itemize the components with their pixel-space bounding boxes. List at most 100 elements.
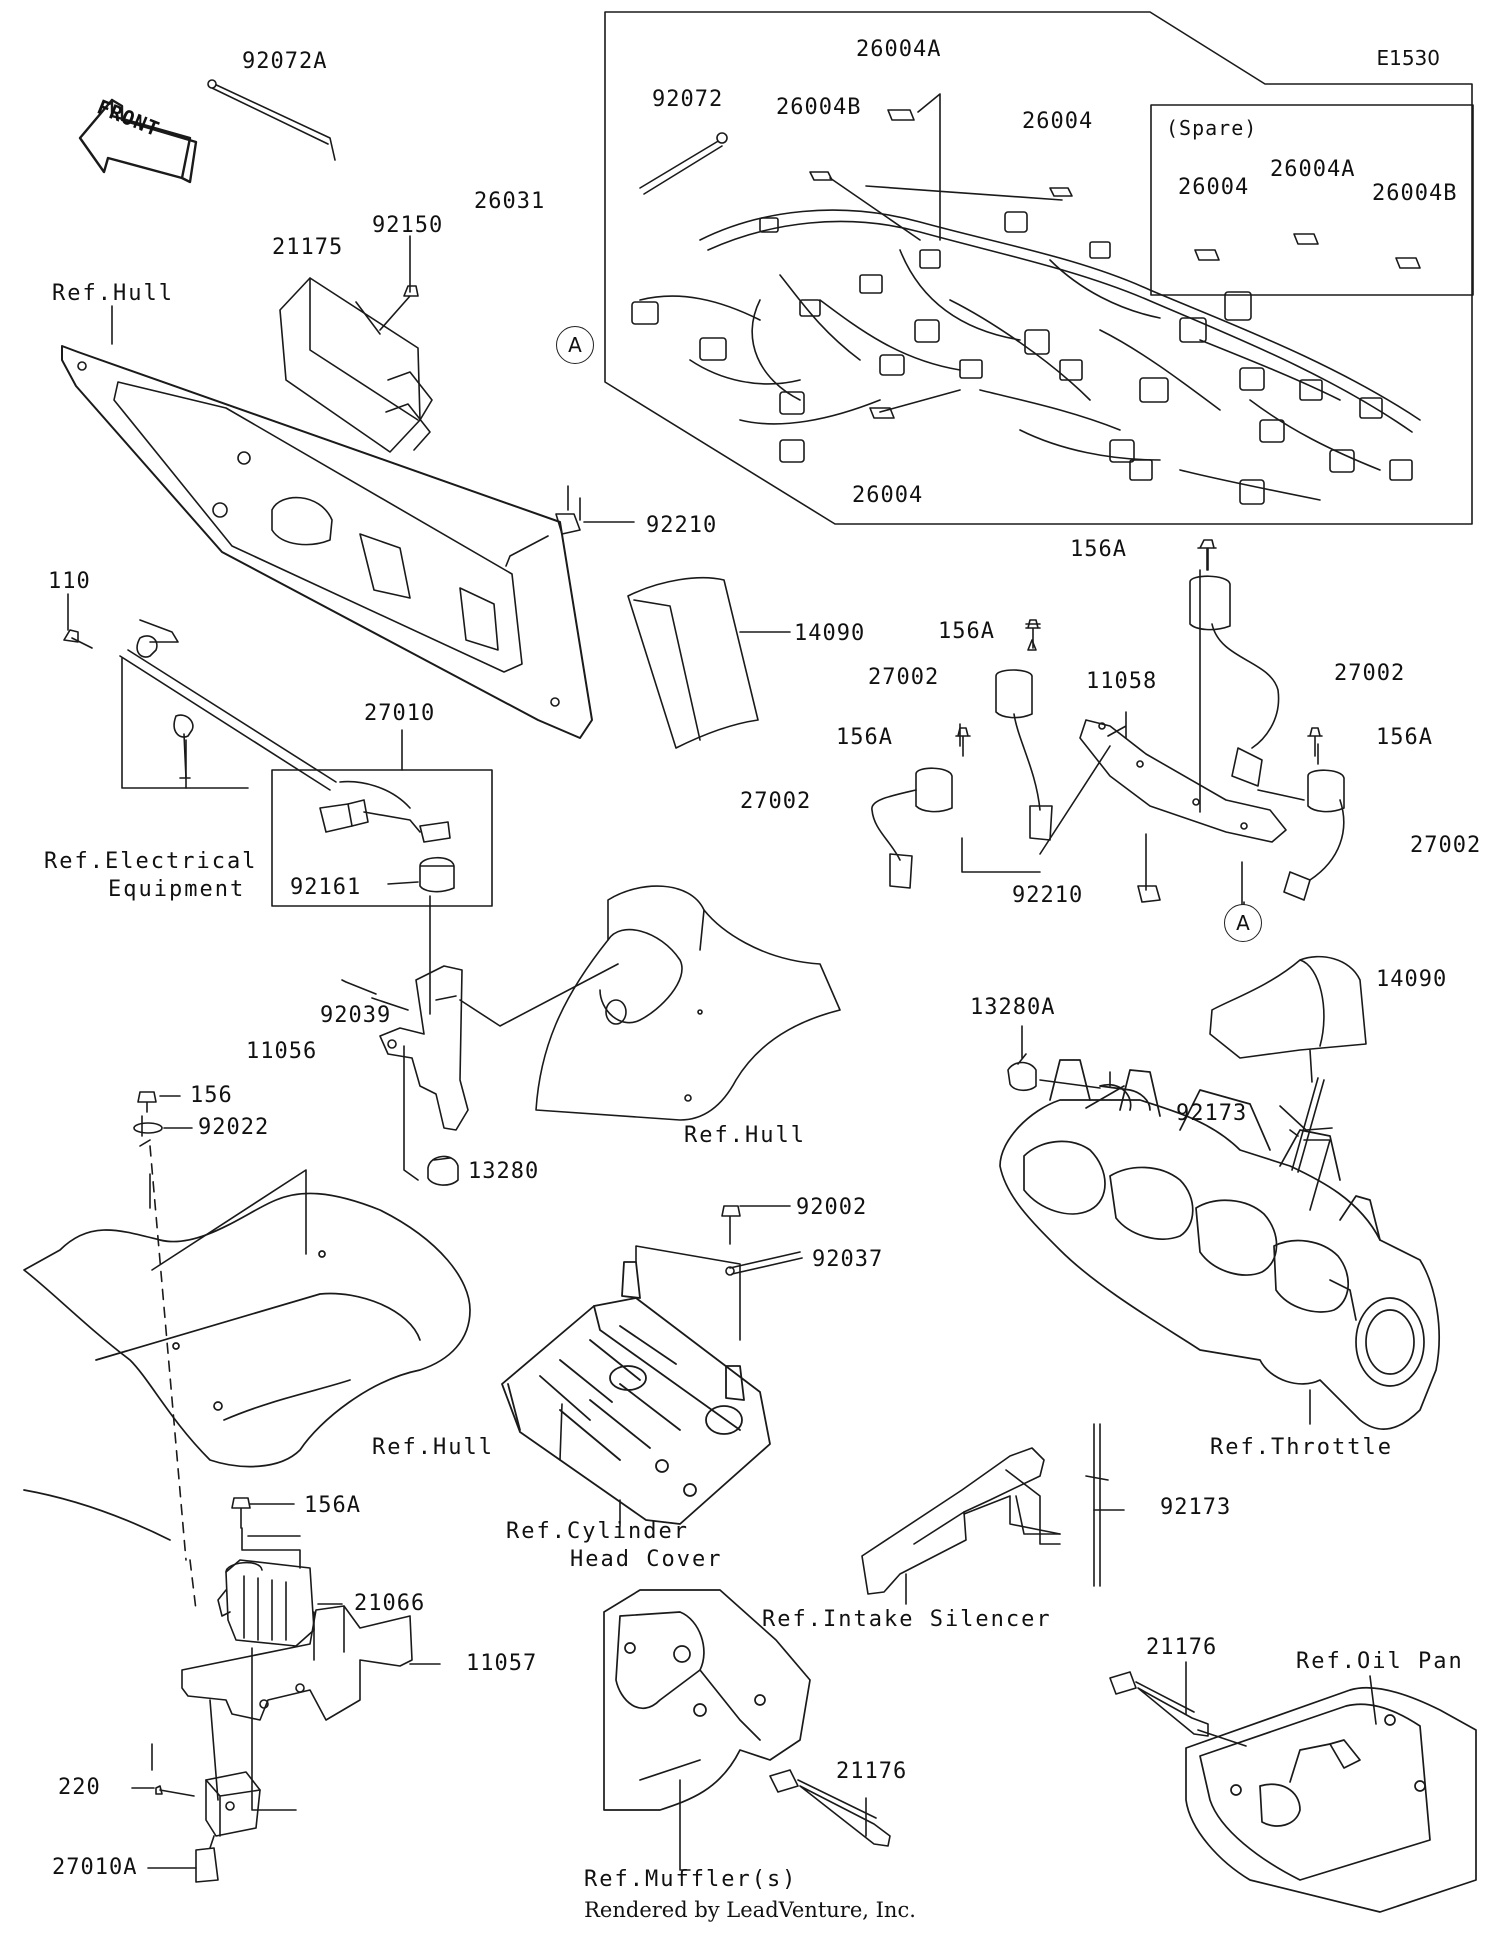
label-156A-1: 156A: [1070, 537, 1127, 562]
screw-220: [155, 1785, 195, 1797]
washer-92022: [133, 1122, 163, 1134]
label-92039: 92039: [320, 1003, 392, 1028]
bracket-11057: [181, 1605, 413, 1721]
bolt-156A-1: [1197, 539, 1217, 571]
label-220: 220: [58, 1775, 101, 1800]
sensor-21176-a: [1109, 1671, 1247, 1747]
relay-group-box: [271, 769, 493, 907]
label-21176-a: 21176: [1146, 1635, 1218, 1660]
clip-26004A: [887, 109, 915, 121]
label-ref-intake: Ref.Intake Silencer: [762, 1607, 1052, 1632]
bolt-92150: [379, 285, 419, 331]
label-14090-a: 14090: [794, 621, 866, 646]
callout-a-top: A: [556, 326, 594, 364]
clamp-13280A: [1007, 1053, 1037, 1092]
label-14090-b: 14090: [1376, 967, 1448, 992]
label-27002-4: 27002: [1410, 833, 1482, 858]
hull-lower-section: [23, 1192, 471, 1541]
label-110: 110: [48, 569, 91, 594]
label-92173-a: 92173: [1176, 1101, 1248, 1126]
muffler-section: [603, 1589, 811, 1811]
label-spare-26004A: 26004A: [1270, 157, 1356, 182]
spare-label: (Spare): [1166, 116, 1258, 140]
ecu-21175: [279, 277, 433, 453]
bracket-11056: [379, 963, 619, 1131]
label-13280A: 13280A: [970, 995, 1056, 1020]
footer-credit: Rendered by LeadVenture, Inc.: [584, 1898, 916, 1922]
spare-clip-26004B: [1395, 257, 1421, 269]
label-11058: 11058: [1086, 669, 1158, 694]
pin-92039: [341, 979, 377, 995]
label-92210-a: 92210: [646, 513, 718, 538]
gasket-92037: [729, 1251, 803, 1275]
label-92150: 92150: [372, 213, 444, 238]
cover-14090-right: [1209, 955, 1367, 1083]
nut-92210-b: [1137, 885, 1161, 903]
label-21066: 21066: [354, 1591, 426, 1616]
label-92173-b: 92173: [1160, 1495, 1232, 1520]
label-156: 156: [190, 1083, 233, 1108]
spare-clip-26004: [1194, 249, 1220, 261]
label-11057: 11057: [466, 1651, 538, 1676]
label-21176-b: 21176: [836, 1759, 908, 1784]
spare-clip-26004A: [1293, 233, 1319, 245]
cover-sheet-14090: [627, 576, 759, 749]
label-92037: 92037: [812, 1247, 884, 1272]
label-26004B-top: 26004B: [776, 95, 862, 120]
label-92210-b: 92210: [1012, 883, 1084, 908]
clip-26004: [1049, 187, 1073, 197]
label-ref-electrical-1: Ref.Electrical: [44, 849, 258, 874]
label-26031: 26031: [474, 189, 546, 214]
bolt-156A-3: [955, 727, 971, 757]
label-92072A: 92072A: [242, 49, 328, 74]
wiring-harness-26031: [631, 209, 1421, 505]
throttle-body: [999, 1059, 1440, 1430]
spare-box: [1150, 104, 1474, 296]
label-ref-hull-1: Ref.Hull: [52, 281, 174, 306]
label-156A-4: 156A: [1376, 725, 1433, 750]
callout-a-bottom: A: [1224, 904, 1262, 942]
bolt-156A-5: [231, 1497, 251, 1529]
label-27002-2: 27002: [1334, 661, 1406, 686]
label-ref-cylinder-1: Ref.Cylinder: [506, 1519, 689, 1544]
bolt-92002: [721, 1205, 741, 1245]
hull-center-section: [535, 885, 841, 1121]
label-92161: 92161: [290, 875, 362, 900]
bracket-11058: [1079, 719, 1287, 843]
nut-92210: [555, 513, 581, 535]
bolt-156A-4: [1307, 727, 1323, 757]
label-27002-1: 27002: [868, 665, 940, 690]
relay-92161: [419, 856, 455, 893]
sensor-27010A: [195, 1771, 261, 1883]
electrical-equipment-bracket: [71, 619, 337, 791]
clip-26004B: [809, 171, 833, 181]
label-156A-2: 156A: [938, 619, 995, 644]
cable-tie-92072A: [209, 81, 336, 161]
label-spare-26004B: 26004B: [1372, 181, 1458, 206]
bolt-156A-2: [1025, 619, 1041, 649]
intake-silencer-bracket: [861, 1447, 1045, 1595]
cylinder-head-cover: [501, 1261, 771, 1525]
clamp-13280: [427, 1155, 459, 1186]
label-21175: 21175: [272, 235, 344, 260]
bolt-156: [137, 1091, 157, 1113]
label-27010A: 27010A: [52, 1855, 138, 1880]
label-26004A-top: 26004A: [856, 37, 942, 62]
cable-tie-92173-a: [1289, 1077, 1325, 1173]
front-arrow-icon: [78, 98, 198, 184]
label-92072: 92072: [652, 87, 724, 112]
sensor-21176-b: [769, 1769, 891, 1847]
cable-tie-92072: [639, 139, 723, 195]
label-156A-3: 156A: [836, 725, 893, 750]
label-27010: 27010: [364, 701, 436, 726]
cable-tie-92173-b: [1085, 1423, 1109, 1587]
label-ref-throttle: Ref.Throttle: [1210, 1435, 1393, 1460]
relay-27010: [319, 780, 451, 843]
label-ref-cylinder-2: Head Cover: [570, 1547, 723, 1572]
diagram-code: E1530: [1376, 46, 1440, 70]
hull-panel: [61, 345, 593, 739]
label-ref-oil-pan: Ref.Oil Pan: [1296, 1649, 1464, 1674]
bolt-110: [63, 629, 79, 643]
label-spare-26004: 26004: [1178, 175, 1250, 200]
